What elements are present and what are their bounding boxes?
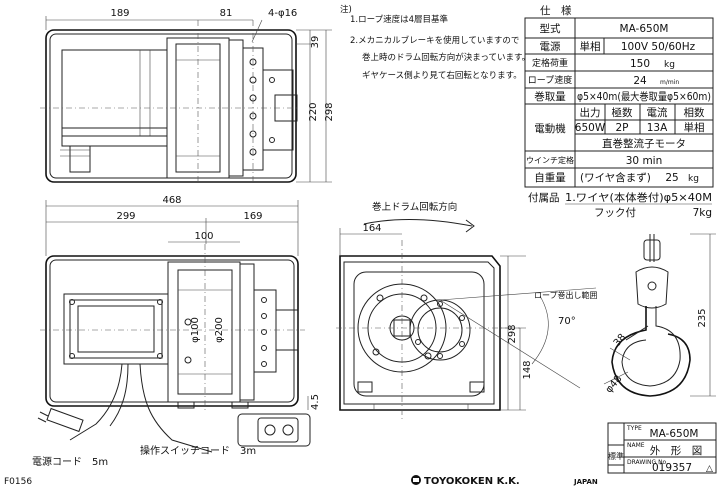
drawing-code: F0156 [4, 477, 32, 487]
spec-motor-h-poles: 極数 [612, 106, 633, 119]
spec-accessories-label: 付属品 [528, 191, 560, 204]
tb-name-value: 外 形 図 [650, 445, 703, 457]
spec-motor-type: 直巻整流子モータ [602, 137, 686, 150]
tb-revision: △ [706, 464, 713, 474]
spec-model-label: 型式 [540, 22, 561, 35]
spec-motor-current: 13A [647, 122, 668, 134]
dim-top-holes: 4-φ16 [268, 8, 297, 19]
note-4: ギヤケース側より見て右回転となります。 [362, 70, 522, 81]
label-switch-cord: 操作スイッチコード 3m [140, 444, 256, 457]
spec-motor-phase: 単相 [684, 121, 705, 134]
spec-motor-poles: 2P [615, 122, 628, 134]
spec-weight-note: (ワイヤ含まず) [580, 171, 651, 184]
hook-view [603, 233, 716, 397]
dim-dia100: φ100 [190, 317, 201, 343]
dim-hook-38: 38 [612, 332, 629, 349]
spec-motor-h-current: 電流 [647, 106, 668, 119]
tb-drawing-no-label: DRAWING No. [627, 459, 668, 466]
spec-power-value: 100V 50/60Hz [621, 41, 696, 53]
spec-model-value: MA-650M [620, 23, 669, 35]
dim-side-298: 298 [507, 324, 518, 343]
spec-motor-output: 650W [575, 122, 606, 134]
spec-table-grid [524, 17, 714, 188]
spec-rating-value: 30 min [626, 155, 663, 167]
dim-v220: 220 [308, 102, 319, 121]
spec-load-unit: kg [664, 60, 675, 70]
side-view [336, 218, 597, 420]
company-country: JAPAN [573, 478, 598, 486]
label-rope-range: ロープ巻出し範囲 [534, 290, 598, 300]
note-superscript: 注) [340, 4, 352, 15]
note-2: 2.メカニカルブレーキを使用していますので [350, 35, 519, 46]
spec-rating-label: ウインチ定格 [526, 155, 574, 165]
spec-power-phase: 単相 [580, 40, 601, 53]
spec-acc1: 1.ワイヤ(本体巻付)φ5×40M [565, 191, 712, 204]
spec-load-value: 150 [630, 58, 650, 70]
dim-front-468: 468 [162, 195, 181, 206]
dim-dia200: φ200 [214, 317, 225, 343]
spec-capacity-value: φ5×40m(最大巻取量φ5×60m) [577, 90, 711, 103]
note-1: 1.ロープ速度は4層目基準 [350, 14, 449, 25]
spec-speed-value: 24 [633, 75, 647, 87]
top-view [40, 16, 332, 185]
label-drum-direction: 巻上ドラム回転方向 [372, 201, 457, 213]
spec-acc2: フック付 [594, 206, 636, 219]
spec-capacity-label: 巻取量 [534, 91, 566, 103]
tb-name-label: NAME [627, 442, 645, 449]
spec-weight-label: 自重量 [534, 171, 566, 184]
dim-front-100: 100 [194, 231, 213, 242]
note-3: 巻上時のドラム回転方向が決まっています。 [362, 52, 530, 63]
spec-speed-label: ロープ速度 [528, 74, 572, 86]
label-power-cord: 電源コード 5m [32, 455, 108, 468]
spec-motor-h-output: 出力 [580, 106, 601, 119]
standard-stamp: 標準 [608, 451, 624, 461]
dim-side-148: 148 [522, 360, 533, 379]
tb-drawing-no-value: 019357 [652, 462, 692, 474]
company-logo-icon [411, 475, 421, 485]
dim-angle-70: 70° [558, 316, 576, 327]
title-block-grid [607, 422, 717, 474]
spec-title: 仕 様 [540, 4, 572, 17]
front-view [37, 200, 311, 453]
dim-top-81: 81 [220, 8, 233, 19]
tb-type-label: TYPE [626, 425, 642, 432]
spec-motor-h-phase: 相数 [684, 106, 705, 119]
spec-motor-label: 電動機 [534, 122, 566, 135]
spec-power-label: 電源 [540, 40, 561, 53]
spec-acc2-value: 7kg [693, 207, 712, 219]
dim-v298: 298 [324, 102, 335, 121]
dim-v45: 4.5 [310, 394, 321, 410]
dim-v39: 39 [310, 36, 321, 49]
spec-weight-unit: kg [688, 174, 699, 184]
dim-side-164: 164 [362, 223, 381, 234]
dim-top-189: 189 [110, 8, 129, 19]
spec-speed-unit: m/min [660, 79, 679, 86]
tb-type-value: MA-650M [650, 428, 699, 440]
dim-hook-235: 235 [697, 308, 708, 327]
spec-weight-value: 25 [665, 172, 678, 184]
dim-front-299: 299 [116, 211, 135, 222]
spec-load-label: 定格荷重 [532, 57, 568, 69]
company-name: TOYOKOKEN K.K. [424, 476, 520, 487]
dim-front-169: 169 [243, 211, 262, 222]
